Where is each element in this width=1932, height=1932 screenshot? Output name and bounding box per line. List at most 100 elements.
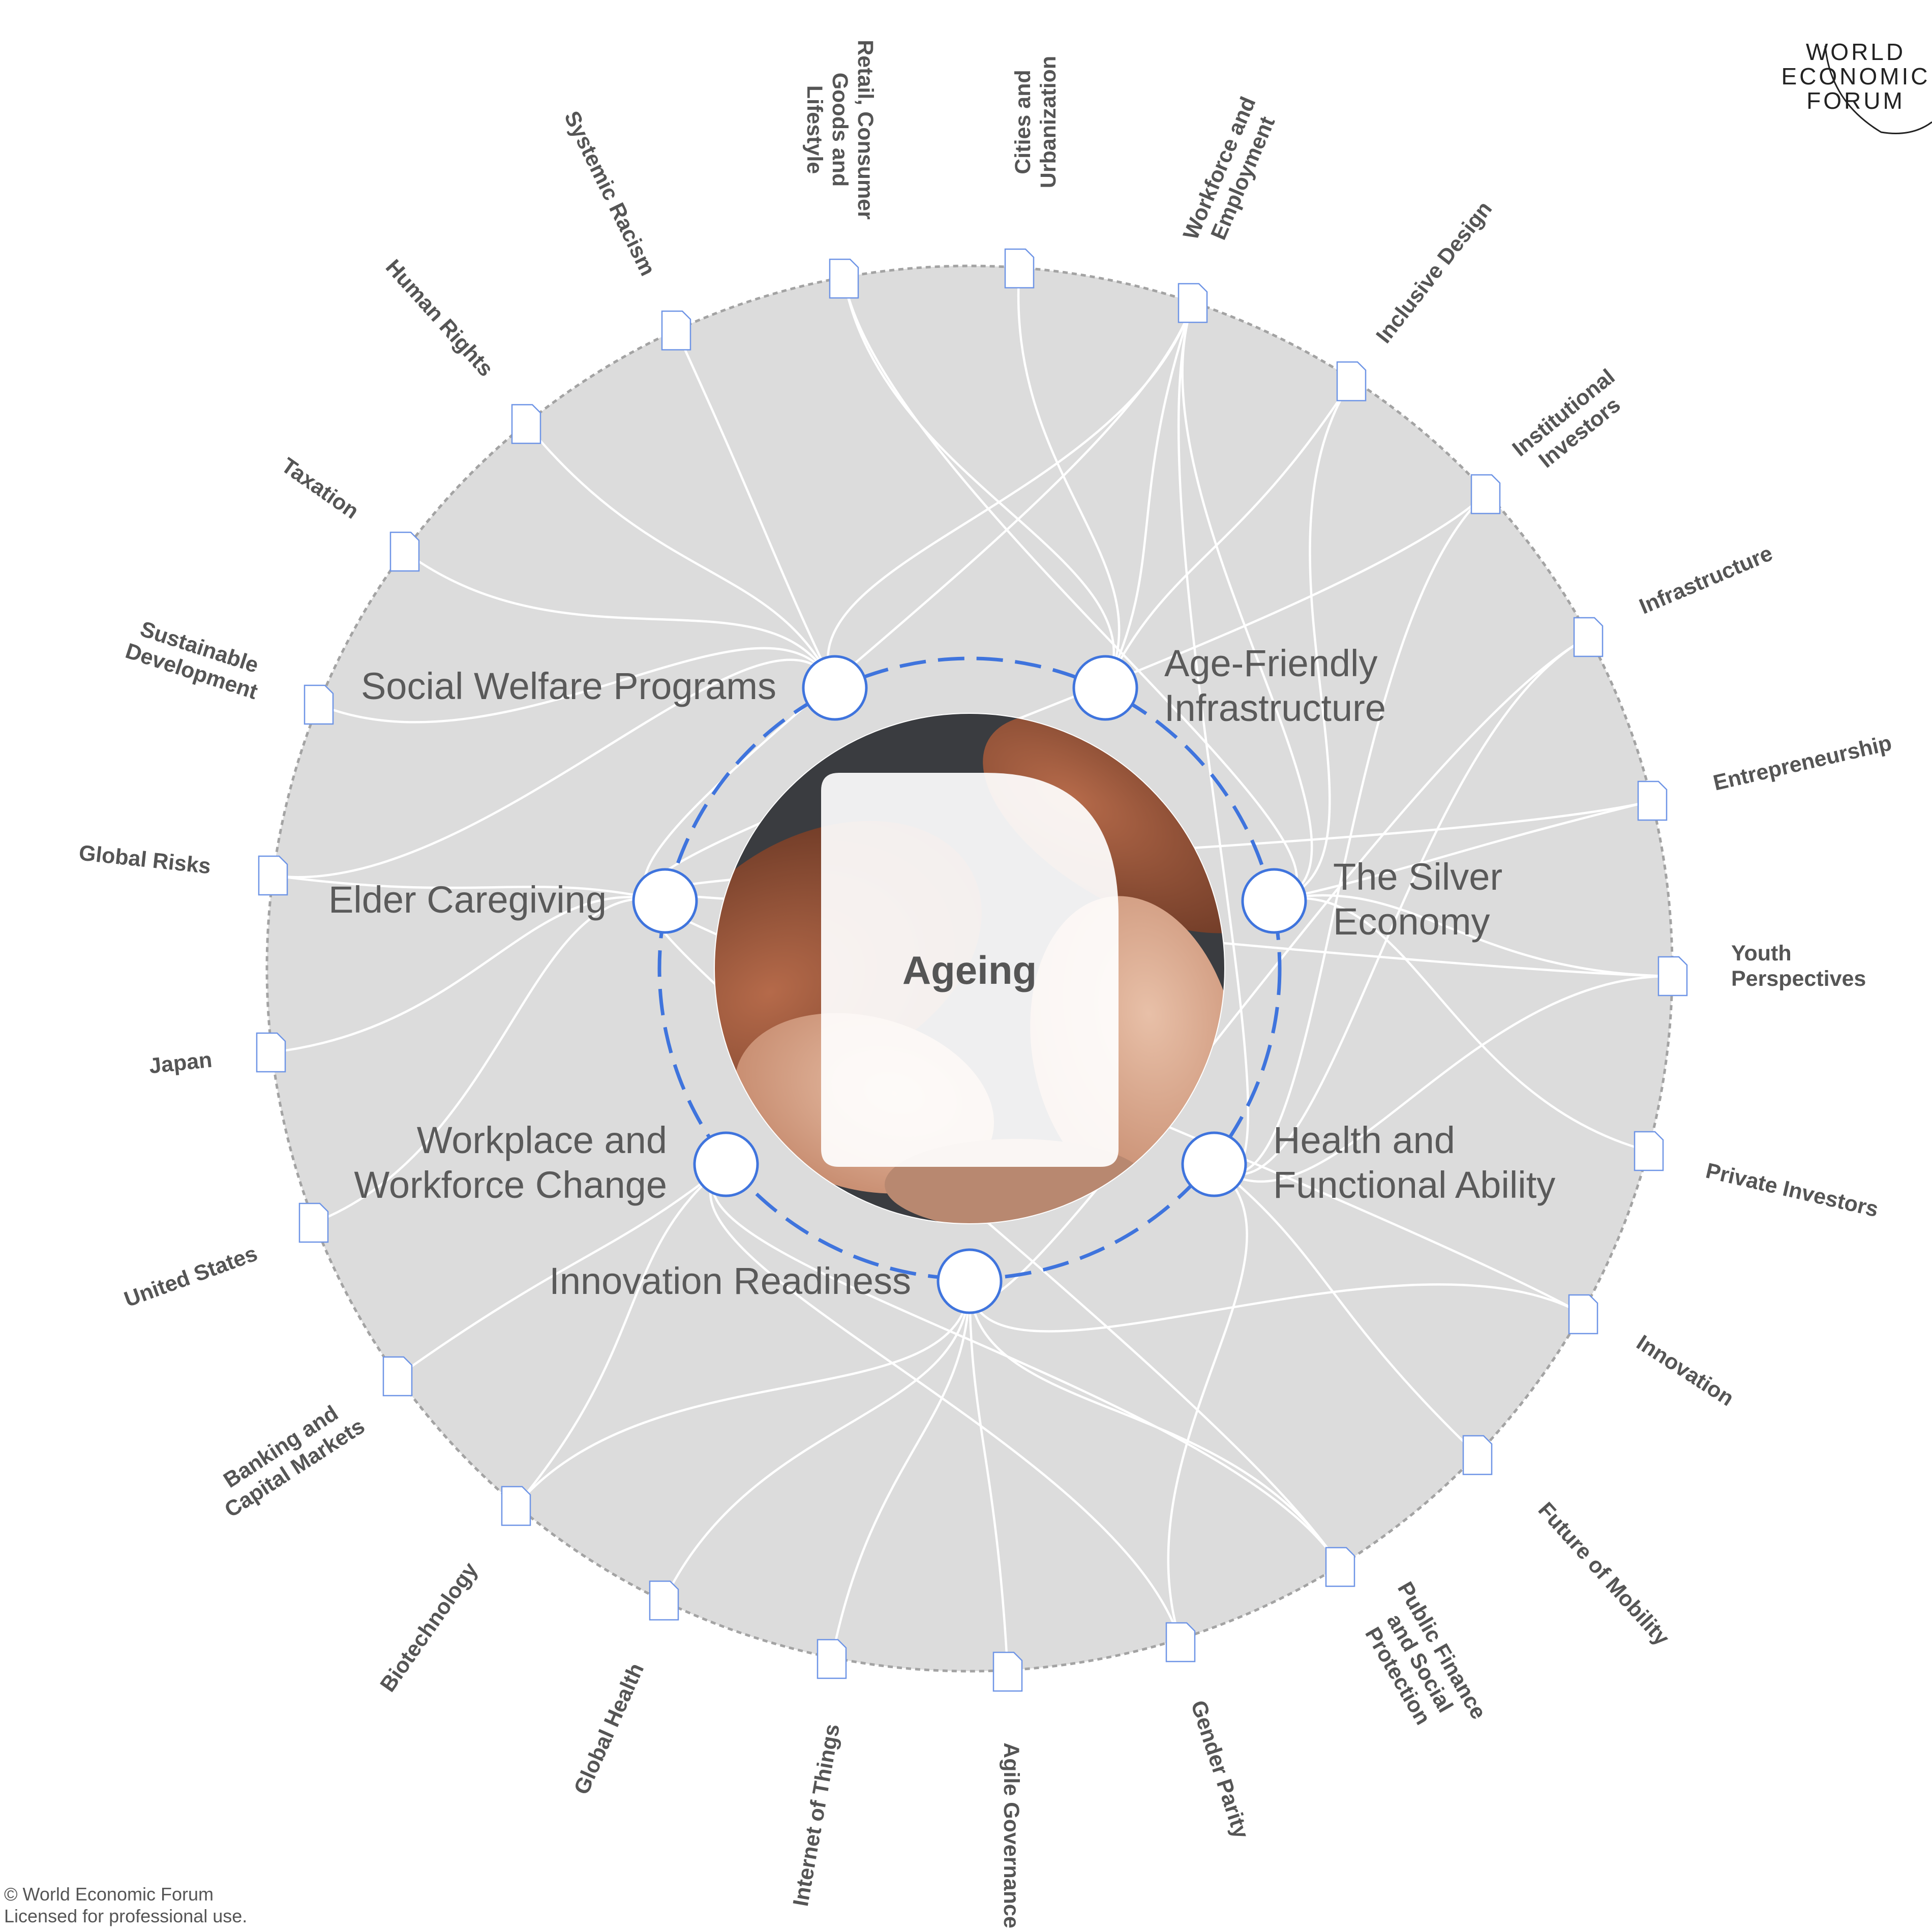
document-icon[interactable] [1462,1435,1493,1475]
topic-public-finance-and-social-protection[interactable]: Public Financeand SocialProtection [1325,1547,1491,1749]
topic-label[interactable]: Global Health [569,1659,649,1798]
topic-infrastructure[interactable]: Infrastructure [1573,541,1776,657]
document-icon[interactable] [1178,283,1208,323]
topic-human-rights[interactable]: Human Rights [381,255,541,444]
key-issue-node[interactable] [1241,868,1307,934]
topic-label[interactable]: Japan [148,1048,214,1079]
key-issue-label[interactable]: Innovation Readiness [549,1260,911,1302]
key-issue-node[interactable] [1072,655,1138,721]
document-icon[interactable] [389,531,420,572]
topic-label[interactable]: Agile Governance [999,1742,1023,1928]
document-icon[interactable] [1568,1294,1598,1335]
document-icon[interactable] [256,1032,286,1073]
topic-label[interactable]: Cities andUrbanization [1011,56,1061,188]
topic-retail-consumer-goods-and-lifestyle[interactable]: Retail, ConsumerGoods andLifestyle [802,40,878,299]
topic-global-health[interactable]: Global Health [569,1580,679,1798]
document-icon[interactable] [1470,474,1501,515]
topic-private-investors[interactable]: Private Investors [1634,1131,1881,1222]
topic-label[interactable]: Infrastructure [1636,541,1776,619]
key-issue-innovation-readiness[interactable]: Innovation Readiness [549,1248,1003,1314]
topic-label[interactable]: Inclusive Design [1371,197,1497,348]
key-issue-node[interactable] [632,868,698,934]
topic-label[interactable]: Workforce andEmployment [1179,93,1284,253]
topic-label[interactable]: InstitutionalInvestors [1508,365,1636,481]
key-issue-label[interactable]: Social Welfare Programs [361,665,776,707]
topic-banking-and-capital-markets[interactable]: Banking andCapital Markets [206,1356,413,1522]
topic-label[interactable]: Biotechnology [376,1558,483,1696]
document-icon[interactable] [258,855,288,896]
topic-label[interactable]: SustainableDevelopment [123,615,268,705]
key-issue-node[interactable] [693,1131,759,1197]
topic-global-risks[interactable]: Global Risks [78,841,288,896]
key-issue-label[interactable]: Elder Caregiving [328,879,607,921]
document-icon[interactable] [1004,248,1035,289]
topic-label[interactable]: Private Investors [1704,1159,1881,1222]
topic-gender-parity[interactable]: Gender Parity [1165,1622,1254,1842]
document-icon[interactable] [1634,1131,1664,1171]
topic-label[interactable]: Public Financeand SocialProtection [1348,1578,1491,1749]
topic-workforce-and-employment[interactable]: Workforce andEmployment [1178,93,1284,323]
topic-entrepreneurship[interactable]: Entrepreneurship [1637,731,1894,821]
topic-label[interactable]: Innovation [1632,1331,1738,1411]
document-icon[interactable] [1637,780,1668,821]
document-icon[interactable] [992,1651,1023,1692]
topic-label[interactable]: Internet of Things [789,1722,844,1908]
document-icon[interactable] [1573,617,1604,657]
key-issue-elder-caregiving[interactable]: Elder Caregiving [328,868,698,934]
topic-label[interactable]: Human Rights [381,255,498,381]
topic-sustainable-development[interactable]: SustainableDevelopment [123,615,334,725]
topic-taxation[interactable]: Taxation [277,453,420,572]
topic-label[interactable]: Gender Parity [1186,1698,1254,1842]
key-issue-node[interactable] [1181,1131,1247,1197]
document-icon[interactable] [1336,361,1367,402]
topic-label[interactable]: Retail, ConsumerGoods andLifestyle [802,40,878,220]
key-issue-node[interactable] [802,655,868,721]
document-icon[interactable] [304,684,334,725]
document-icon[interactable] [1165,1622,1196,1663]
topic-label[interactable]: Systemic Racism [559,107,660,280]
topic-institutional-investors[interactable]: InstitutionalInvestors [1470,365,1636,515]
connection-line [1104,303,1194,688]
document-icon[interactable] [817,1639,847,1679]
topic-japan[interactable]: Japan [148,1032,286,1079]
topic-agile-governance[interactable]: Agile Governance [992,1651,1023,1928]
topic-label[interactable]: Entrepreneurship [1711,731,1894,795]
topic-future-of-mobility[interactable]: Future of Mobility [1462,1435,1674,1650]
topic-systemic-racism[interactable]: Systemic Racism [559,107,691,351]
document-icon[interactable] [649,1580,679,1621]
topic-label[interactable]: Future of Mobility [1533,1498,1674,1650]
topic-cities-and-urbanization[interactable]: Cities andUrbanization [1004,56,1061,289]
document-icon[interactable] [829,258,859,299]
topic-label[interactable]: Global Risks [78,841,212,879]
topic-label[interactable]: Taxation [277,453,364,524]
document-icon[interactable] [661,310,691,351]
connection-line [318,647,836,723]
document-icon[interactable] [1657,956,1688,997]
key-issue-social-welfare-programs[interactable]: Social Welfare Programs [361,655,868,721]
document-icon[interactable] [511,404,541,444]
topic-internet-of-things[interactable]: Internet of Things [789,1639,847,1908]
topic-biotechnology[interactable]: Biotechnology [376,1486,531,1697]
connection-line [968,1281,1009,1672]
topic-label[interactable]: Banking andCapital Markets [206,1393,369,1522]
topic-inclusive-design[interactable]: Inclusive Design [1336,197,1497,402]
topic-label[interactable]: United States [121,1241,261,1312]
document-icon[interactable] [1325,1547,1355,1587]
topic-innovation[interactable]: Innovation [1568,1294,1738,1411]
document-icon[interactable] [382,1356,413,1397]
document-icon[interactable] [298,1202,329,1243]
key-issue-node[interactable] [937,1248,1003,1314]
connection-line [842,278,1298,902]
topic-united-states[interactable]: United States [121,1202,329,1312]
document-icon[interactable] [501,1486,531,1526]
